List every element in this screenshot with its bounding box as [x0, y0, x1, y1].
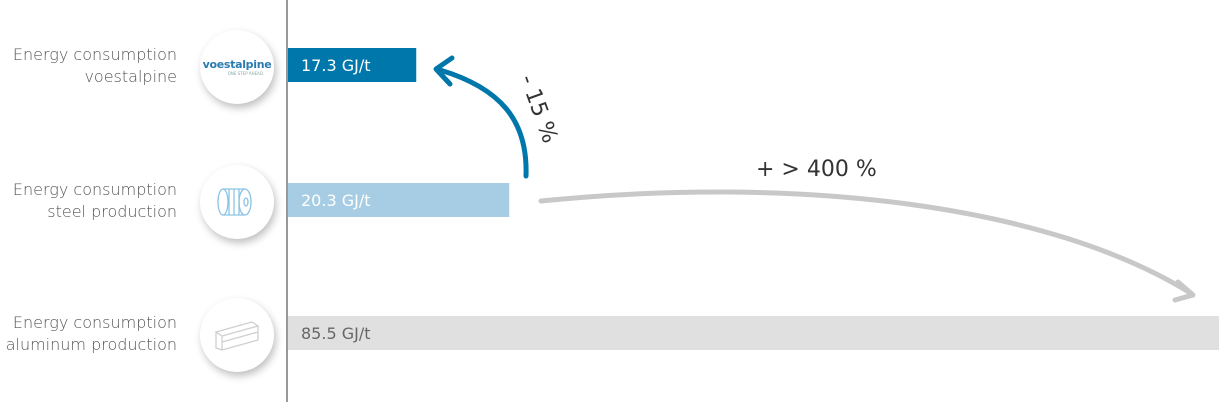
- increase-arrowhead: [1172, 279, 1196, 303]
- decrease-arrow: [437, 67, 529, 179]
- annotation-increase: + > 400 %: [756, 157, 877, 182]
- data-label-aluminum: 85.5 GJ/t: [301, 324, 371, 343]
- bar-aluminum: [288, 316, 1219, 350]
- aluminum-profile-icon: [200, 298, 274, 372]
- increase-arrow: [538, 189, 1195, 297]
- logo-tagline: ONE STEP AHEAD.: [227, 71, 265, 76]
- voestalpine-logo: voestalpine ONE STEP AHEAD.: [200, 30, 274, 104]
- bar-steel: [288, 183, 510, 217]
- bar-voestalpine: [288, 48, 417, 82]
- logo-text: voestalpine: [202, 58, 272, 71]
- steel-coil-icon: [200, 165, 274, 239]
- data-label-voestalpine: 17.3 GJ/t: [301, 56, 371, 75]
- data-label-steel: 20.3 GJ/t: [301, 191, 371, 210]
- decrease-arrowhead: [433, 55, 455, 87]
